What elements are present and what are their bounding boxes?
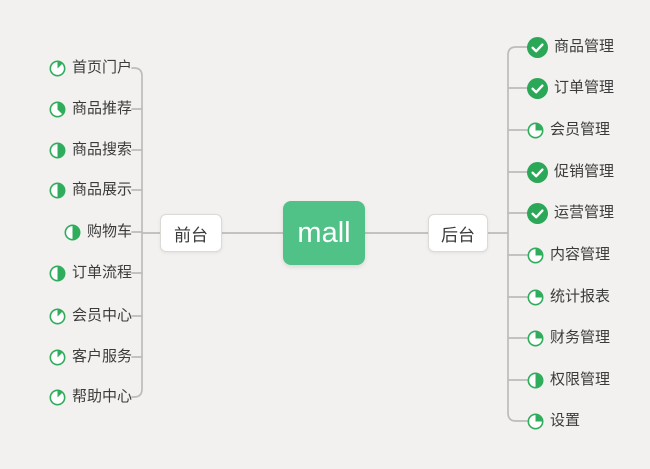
progress-1-4-icon [527, 413, 544, 430]
topic-label: 商品推荐 [71, 100, 132, 117]
topic-label: 首页门户 [71, 59, 132, 76]
progress-1-8-icon [49, 389, 66, 406]
root-node-label: mall [297, 216, 351, 249]
topic-item[interactable]: 订单管理 [527, 76, 614, 100]
progress-1-4-icon [527, 330, 544, 347]
topic-label: 商品管理 [554, 38, 615, 55]
task-done-icon [527, 36, 548, 58]
topic-item[interactable]: 财务管理 [527, 326, 610, 350]
topic-item[interactable]: 订单流程 [49, 261, 132, 285]
topic-item[interactable]: 会员中心 [49, 304, 132, 328]
topic-item[interactable]: 运营管理 [527, 201, 614, 225]
topic-label: 订单流程 [71, 264, 132, 281]
progress-1-2-icon [49, 142, 66, 159]
topic-item[interactable]: 商品管理 [527, 35, 614, 59]
topic-item[interactable]: 商品推荐 [49, 97, 132, 121]
progress-1-8-icon [49, 349, 66, 366]
topic-item[interactable]: 购物车 [64, 220, 132, 244]
progress-1-8-icon [49, 60, 66, 77]
progress-1-4-icon [527, 247, 544, 264]
topic-label: 促销管理 [554, 163, 615, 180]
topic-label: 内容管理 [550, 246, 611, 263]
root-node-mall[interactable]: mall [283, 201, 365, 265]
topic-label: 会员管理 [550, 121, 611, 138]
topic-label: 权限管理 [550, 371, 611, 388]
progress-1-2-icon [527, 372, 544, 389]
topic-label: 订单管理 [554, 79, 615, 96]
topic-item[interactable]: 统计报表 [527, 285, 610, 309]
progress-1-4-icon [527, 289, 544, 306]
topic-label: 购物车 [86, 223, 132, 240]
topic-label: 设置 [550, 412, 581, 429]
progress-1-2-icon [49, 182, 66, 199]
branch-node-backend[interactable]: 后台 [428, 214, 488, 252]
topic-label: 商品展示 [71, 181, 132, 198]
progress-3-8-icon [49, 101, 66, 118]
topic-item[interactable]: 会员管理 [527, 118, 610, 142]
topic-item[interactable]: 权限管理 [527, 368, 610, 392]
branch-node-frontend[interactable]: 前台 [160, 214, 222, 252]
task-done-icon [527, 77, 548, 99]
topic-item[interactable]: 帮助中心 [49, 385, 132, 409]
task-done-icon [527, 202, 548, 224]
topic-label: 运营管理 [554, 204, 615, 221]
topic-item[interactable]: 商品展示 [49, 178, 132, 202]
topic-item[interactable]: 设置 [527, 409, 580, 433]
topic-label: 统计报表 [550, 288, 611, 305]
branch-node-label: 后台 [441, 225, 475, 245]
topic-item[interactable]: 商品搜索 [49, 138, 132, 162]
branch-node-label: 前台 [174, 225, 208, 245]
progress-1-2-icon [64, 224, 81, 241]
progress-1-2-icon [49, 265, 66, 282]
topic-label: 客户服务 [71, 348, 132, 365]
topic-label: 帮助中心 [71, 388, 132, 405]
topic-label: 商品搜索 [71, 141, 132, 158]
topic-item[interactable]: 促销管理 [527, 160, 614, 184]
topic-item[interactable]: 客户服务 [49, 345, 132, 369]
topic-label: 财务管理 [550, 329, 611, 346]
topic-label: 会员中心 [71, 307, 132, 324]
progress-1-4-icon [527, 122, 544, 139]
progress-1-8-icon [49, 308, 66, 325]
task-done-icon [527, 161, 548, 183]
topic-item[interactable]: 首页门户 [49, 56, 132, 80]
topic-item[interactable]: 内容管理 [527, 243, 610, 267]
